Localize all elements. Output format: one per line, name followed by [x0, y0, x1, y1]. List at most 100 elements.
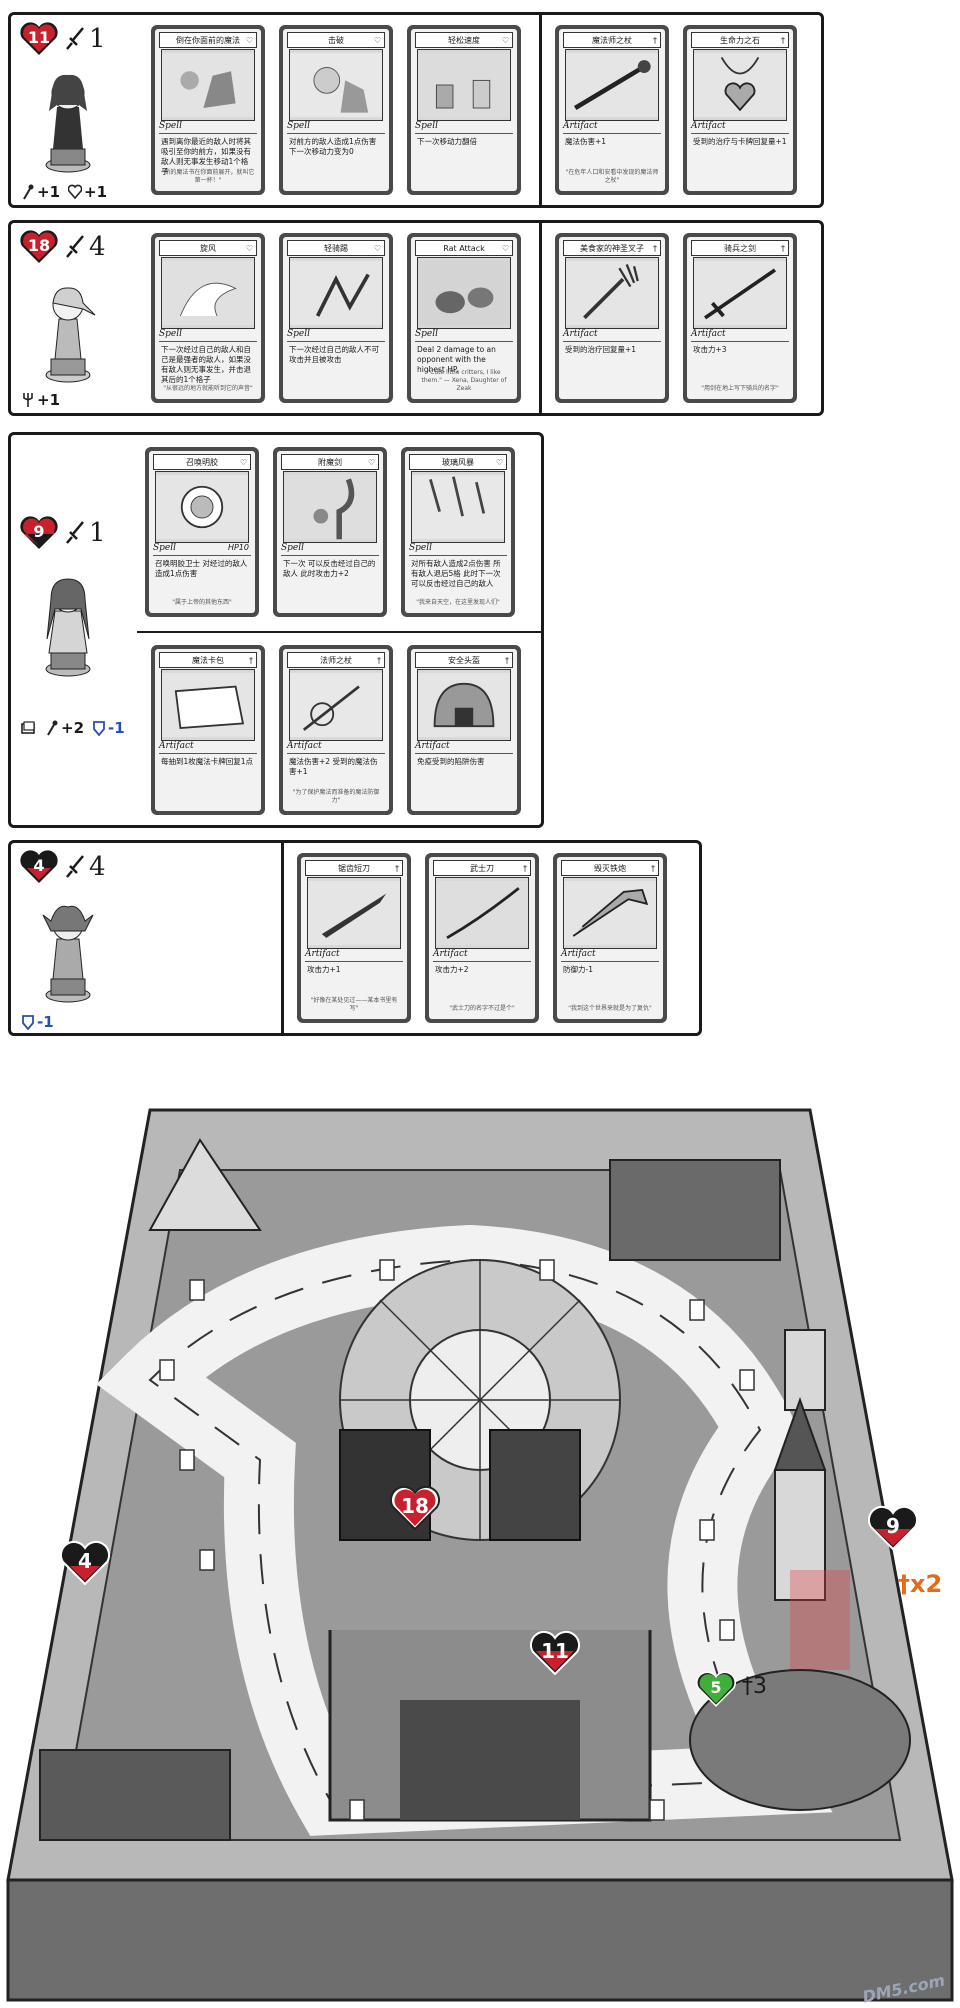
panel-divider: [137, 631, 541, 633]
sword-icon: †: [781, 35, 785, 45]
card-illustration: [161, 669, 255, 741]
spell-card[interactable]: Rat Attack♡ Spell Deal 2 damage to an op…: [407, 233, 521, 403]
sword-icon: †: [898, 1570, 910, 1598]
artifact-card[interactable]: 美食家的神圣叉子† Artifact 受到的治疗回复量+1: [555, 233, 669, 403]
player-panel-1: 11 1 +1 +1 倒在你面前的魔法♡ Spell 遇到离你最近的敌人时将其吸…: [8, 12, 824, 208]
attack-stat: 4: [65, 852, 106, 882]
heart-outline-icon: ♡: [501, 35, 509, 45]
card-illustration: [307, 877, 401, 949]
heart-outline-icon: ♡: [367, 457, 375, 467]
player-figure: [33, 275, 103, 385]
artifact-card[interactable]: 生命力之石† Artifact 受到的治疗与卡牌回复量+1: [683, 25, 797, 195]
card-illustration: [417, 49, 511, 121]
heart-outline-icon: ♡: [373, 35, 381, 45]
spell-card[interactable]: 倒在你面前的魔法♡ Spell 遇到离你最近的敌人时将其吸引至你的前方，如果没有…: [151, 25, 265, 195]
spell-card[interactable]: 旋风♡ Spell 下一次经过自己的敌人和自己是最强者的敌人，如果没有敌人则无事…: [151, 233, 265, 403]
card-illustration: [289, 49, 383, 121]
sword-icon: [66, 27, 84, 50]
fork-icon: [23, 393, 33, 407]
heart-outline-icon: ♡: [245, 35, 253, 45]
attack-value: 1: [89, 518, 106, 548]
sword-icon: †: [781, 243, 785, 253]
card-illustration: [435, 877, 529, 949]
shield-icon: [93, 721, 105, 736]
heart-icon: 4: [19, 849, 59, 885]
slime-marker[interactable]: 5: [696, 1670, 736, 1708]
sword-icon: †: [523, 863, 527, 873]
panel-divider: [281, 843, 284, 1033]
bonus-item: +1: [68, 183, 107, 201]
bonus-list: +1 +1: [21, 183, 107, 201]
player-stats: 4 4: [19, 849, 106, 885]
attack-value: 1: [89, 24, 106, 54]
sword-icon: †: [377, 655, 381, 665]
player-stats: 11 1: [19, 21, 106, 57]
wand-icon: [47, 720, 58, 736]
shield-icon: [22, 1015, 34, 1030]
spell-card[interactable]: 召唤明胶♡ Spell HP10 召唤明胶卫士 对经过的敌人造成1点伤害 "属于…: [145, 447, 259, 617]
heart-outline-icon: ♡: [245, 243, 253, 253]
attack-stat: 1: [65, 24, 106, 54]
bonus-item: +1: [21, 391, 60, 409]
card-illustration: [563, 877, 657, 949]
board-illustration: [6, 1108, 954, 2002]
bonus-item: [21, 720, 37, 736]
card-illustration: [565, 49, 659, 121]
sword-icon: †: [742, 1674, 753, 1699]
slime-attack: †3: [742, 1674, 767, 1699]
attack-stat: 1: [65, 518, 106, 548]
bonus-item: -1: [21, 1013, 54, 1031]
artifact-card[interactable]: 锯齿短刀† Artifact 攻击力+1 "好像在某处见过——某本书里有写": [297, 853, 411, 1023]
heart-outline-icon: ♡: [501, 243, 509, 253]
card-illustration: [417, 669, 511, 741]
player-marker-4[interactable]: 4: [60, 1540, 110, 1586]
spell-card[interactable]: 轻松速度♡ Spell 下一次移动力翻倍: [407, 25, 521, 195]
spell-card[interactable]: 轻骑踢♡ Spell 下一次经过自己的敌人不可攻击并且被攻击: [279, 233, 393, 403]
wand-icon: [23, 184, 34, 200]
sword-icon: †: [653, 243, 657, 253]
player-figure: [33, 569, 103, 679]
card-illustration: [161, 257, 255, 329]
player-panel-4: 4 4 -1 锯齿短刀† Artifact 攻击力+1 "好像在某处见过——某本…: [8, 840, 702, 1036]
heart-outline-icon: ♡: [373, 243, 381, 253]
player-marker-18[interactable]: 18: [390, 1485, 440, 1531]
card-illustration: [693, 49, 787, 121]
artifact-card[interactable]: 毁灭铁炮† Artifact 防御力-1 "我到这个世界来就是为了复仇": [553, 853, 667, 1023]
player-marker-11[interactable]: 11: [530, 1630, 580, 1676]
sword-icon: †: [395, 863, 399, 873]
sword-icon: [66, 855, 84, 878]
artifact-card[interactable]: 安全头盔† Artifact 免疫受到的陷阱伤害: [407, 645, 521, 815]
card-illustration: [411, 471, 505, 543]
panel-divider: [539, 223, 542, 413]
heart-icon: 11: [19, 21, 59, 57]
heart-outline-icon: [68, 184, 83, 200]
artifact-card[interactable]: 骑兵之剑† Artifact 攻击力+3 "用剑在地上写下骑兵的名字": [683, 233, 797, 403]
bonus-item: +2: [45, 719, 84, 737]
spell-card[interactable]: 玻璃风暴♡ Spell 对所有敌人造成2点伤害 所有敌人退后5格 此时下一次可以…: [401, 447, 515, 617]
bonus-list: +1: [21, 391, 60, 409]
spell-card[interactable]: 击破♡ Spell 对前方的敌人造成1点伤害 下一次移动力变为0: [279, 25, 393, 195]
hp-value: 4: [33, 856, 45, 875]
artifact-card[interactable]: 法师之杖† Artifact 魔法伤害+2 受到的魔法伤害+1 "为了保护魔法而…: [279, 645, 393, 815]
artifact-card[interactable]: 武士刀† Artifact 攻击力+2 "武士刀的名字不过是个": [425, 853, 539, 1023]
player-figure: [33, 895, 103, 1005]
attack-multiplier: †x2: [898, 1570, 943, 1598]
spell-card[interactable]: 附魔剑♡ Spell 下一次 可以反击经过自己的敌人 此时攻击力+2: [273, 447, 387, 617]
card-illustration: [283, 471, 377, 543]
artifact-card[interactable]: 魔法卡包† Artifact 每抽到1枚魔法卡牌回复1点: [151, 645, 265, 815]
sword-icon: †: [653, 35, 657, 45]
hp-value: 18: [27, 236, 51, 255]
player-stats: 18 4: [19, 229, 106, 265]
attack-stat: 4: [65, 232, 106, 262]
card-icon: [21, 721, 35, 734]
card-illustration: [161, 49, 255, 121]
player-marker-9[interactable]: 9: [868, 1505, 918, 1551]
heart-outline-icon: ♡: [495, 457, 503, 467]
artifact-card[interactable]: 魔法师之杖† Artifact 魔法伤害+1 "在危年人口和安看中发现的魔法师之…: [555, 25, 669, 195]
player-stats: 9 1: [19, 515, 106, 551]
game-board: 18 4 11 9 †x2 5 †3 DM5.com: [0, 1100, 960, 2008]
card-illustration: [693, 257, 787, 329]
heart-icon: 18: [19, 229, 59, 265]
hp-value: 11: [27, 28, 51, 47]
sword-icon: [66, 521, 84, 544]
